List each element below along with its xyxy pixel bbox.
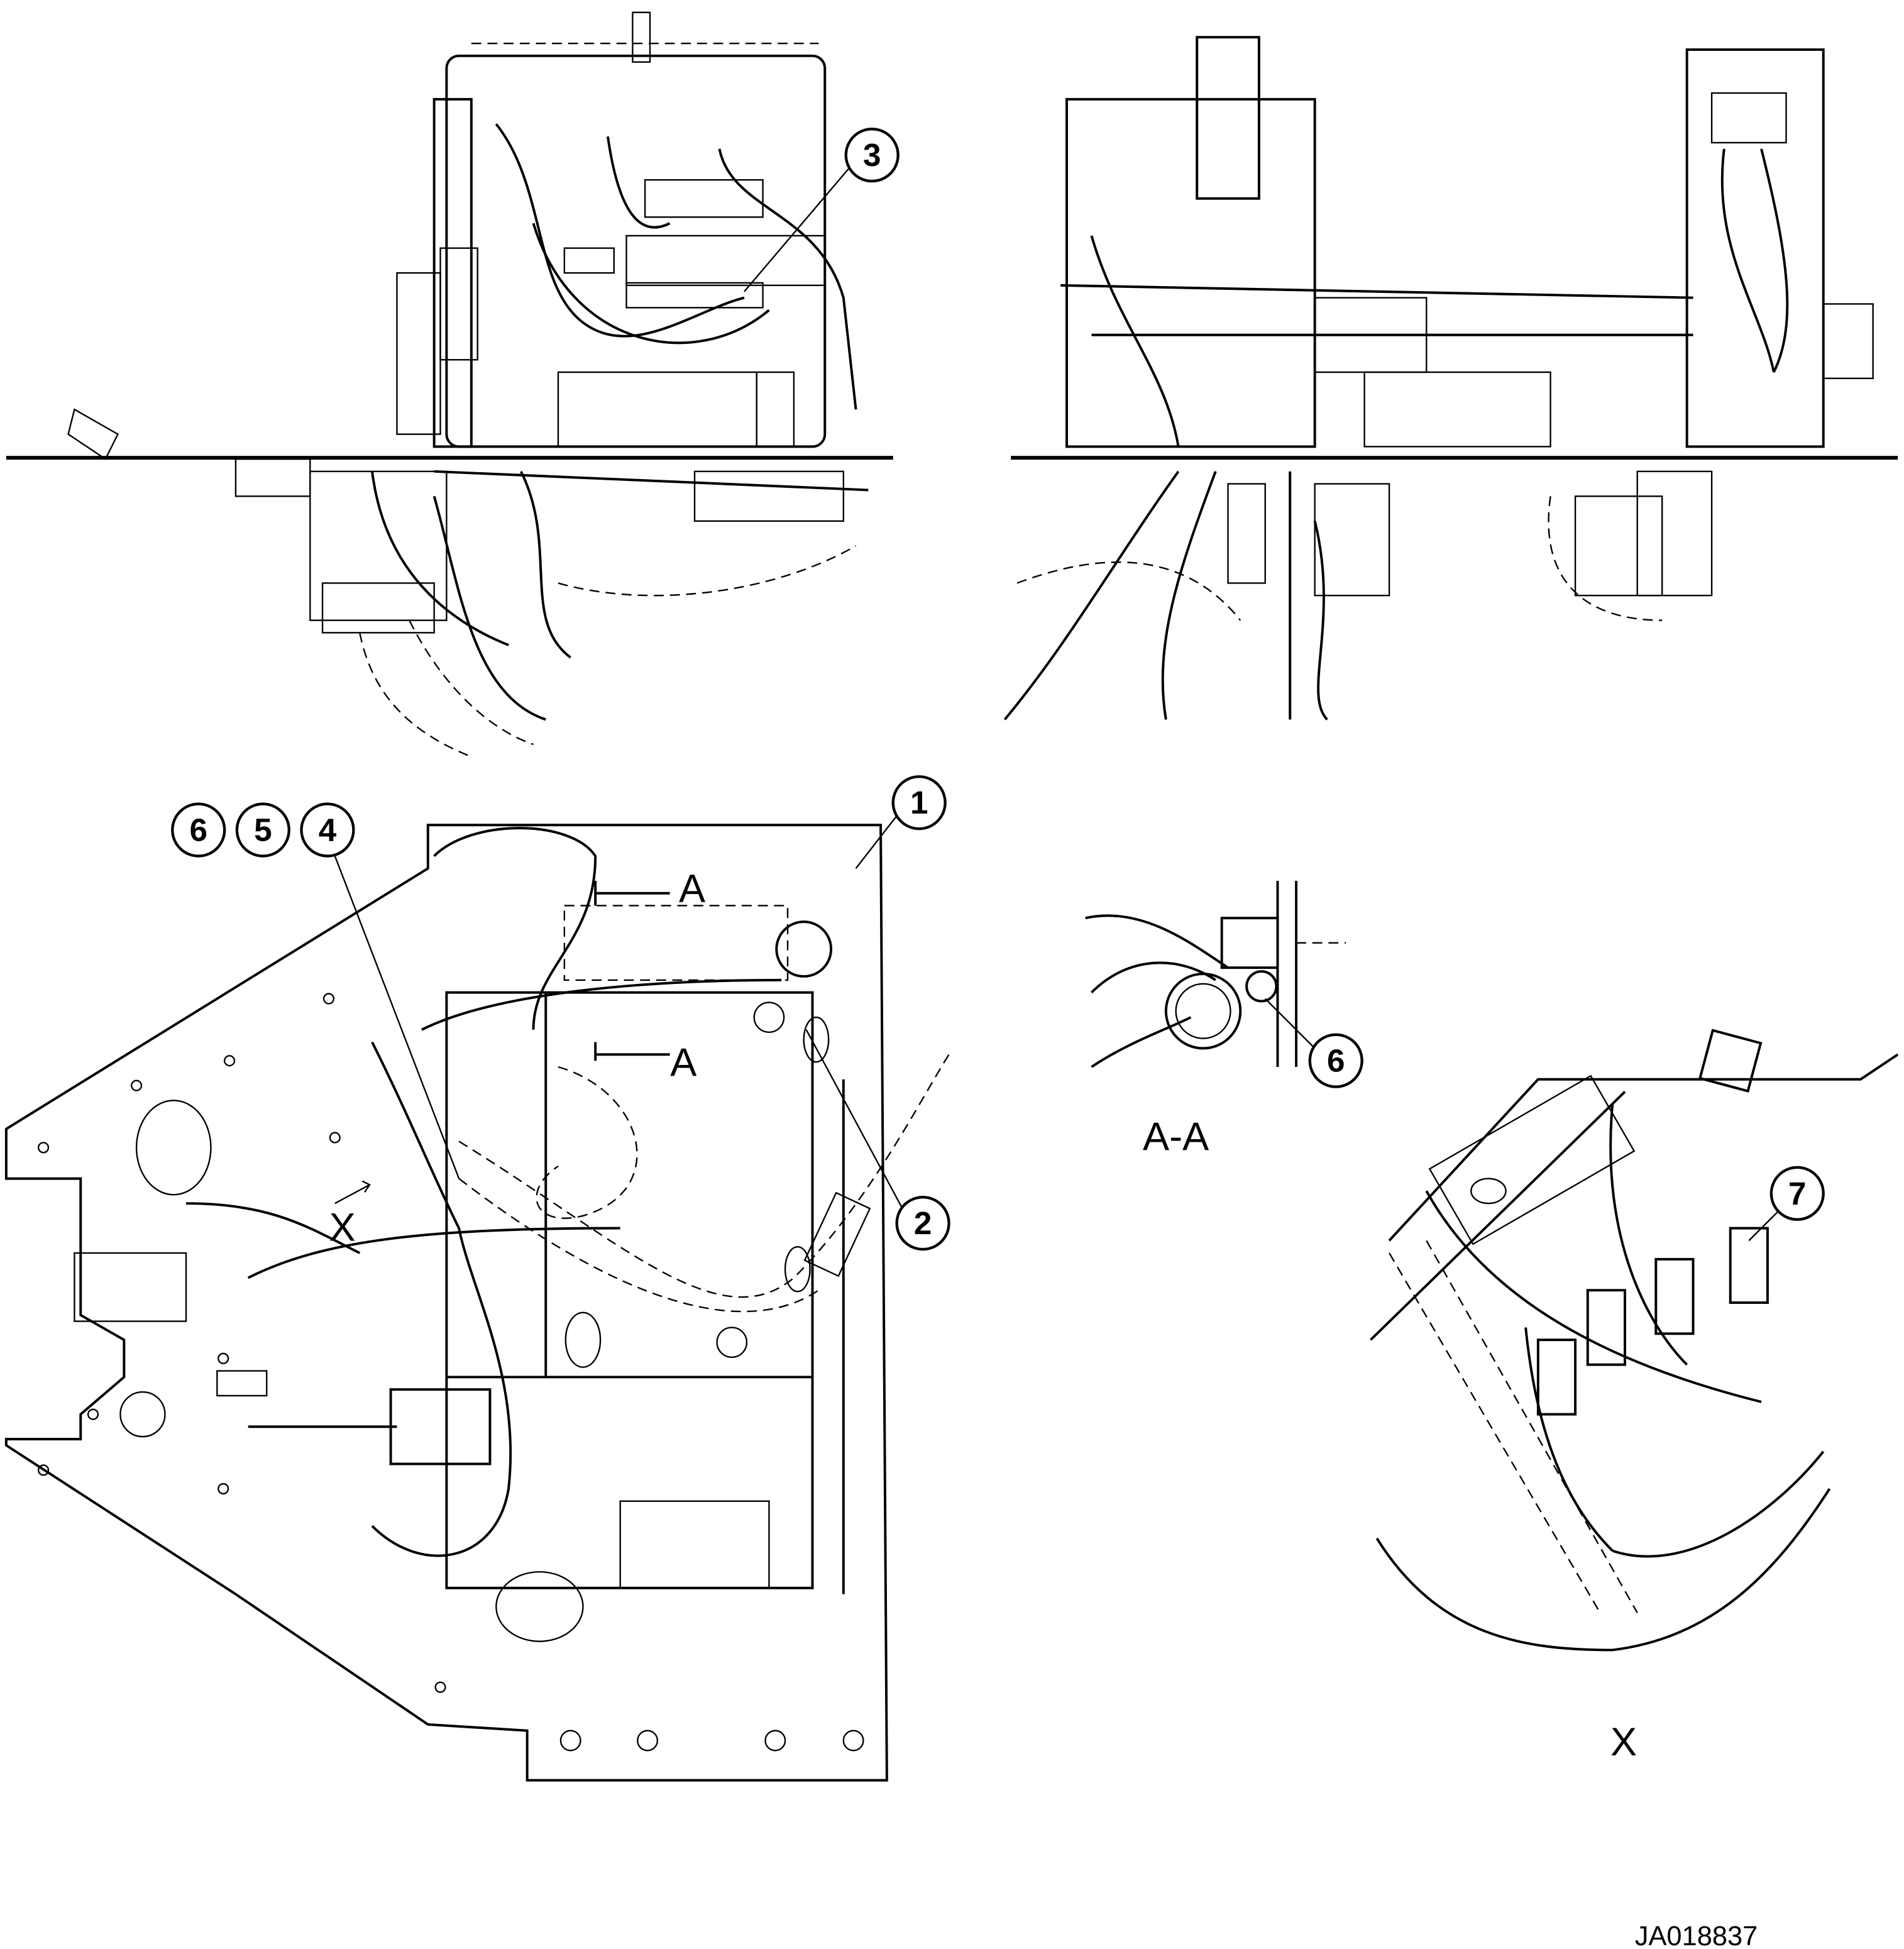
callout-5-label: 5 — [254, 812, 272, 848]
callout-2-label: 2 — [914, 1205, 932, 1241]
plan-mounting-holes — [38, 993, 864, 1752]
top-right-rear-view — [1003, 36, 1898, 721]
callout-3: 3 — [844, 128, 900, 183]
view-x-arrow-label: X — [329, 1205, 356, 1249]
callout-4: 4 — [300, 802, 355, 858]
plan-view-panel — [4, 824, 950, 1782]
callout-1: 1 — [891, 775, 947, 831]
view-x-detail — [1370, 1029, 1899, 1652]
top-left-side-view — [6, 11, 893, 758]
callout-6-label: 6 — [189, 812, 207, 848]
drawing-code: JA018837 — [1635, 1921, 1758, 1949]
leader-lines — [334, 167, 1781, 1242]
callout-5: 5 — [235, 802, 290, 858]
callout-6-section: 6 — [1308, 1033, 1363, 1088]
section-mark-a-bottom: A — [670, 1041, 696, 1085]
callout-6-section-label: 6 — [1327, 1043, 1345, 1079]
callout-4-label: 4 — [319, 812, 337, 848]
section-a-a-view — [1085, 881, 1346, 1068]
view-x-title: X — [1610, 1720, 1637, 1764]
callouts: 3 1 6 5 4 2 6 7 — [171, 128, 1825, 1251]
section-aa-title: A-A — [1143, 1115, 1209, 1159]
callout-2: 2 — [895, 1196, 950, 1251]
callout-1-label: 1 — [910, 785, 928, 820]
section-mark-a-top: A — [679, 867, 705, 911]
callout-3-label: 3 — [863, 137, 881, 173]
callout-6: 6 — [171, 802, 226, 858]
callout-7: 7 — [1769, 1166, 1825, 1221]
callout-7-label: 7 — [1788, 1176, 1807, 1212]
